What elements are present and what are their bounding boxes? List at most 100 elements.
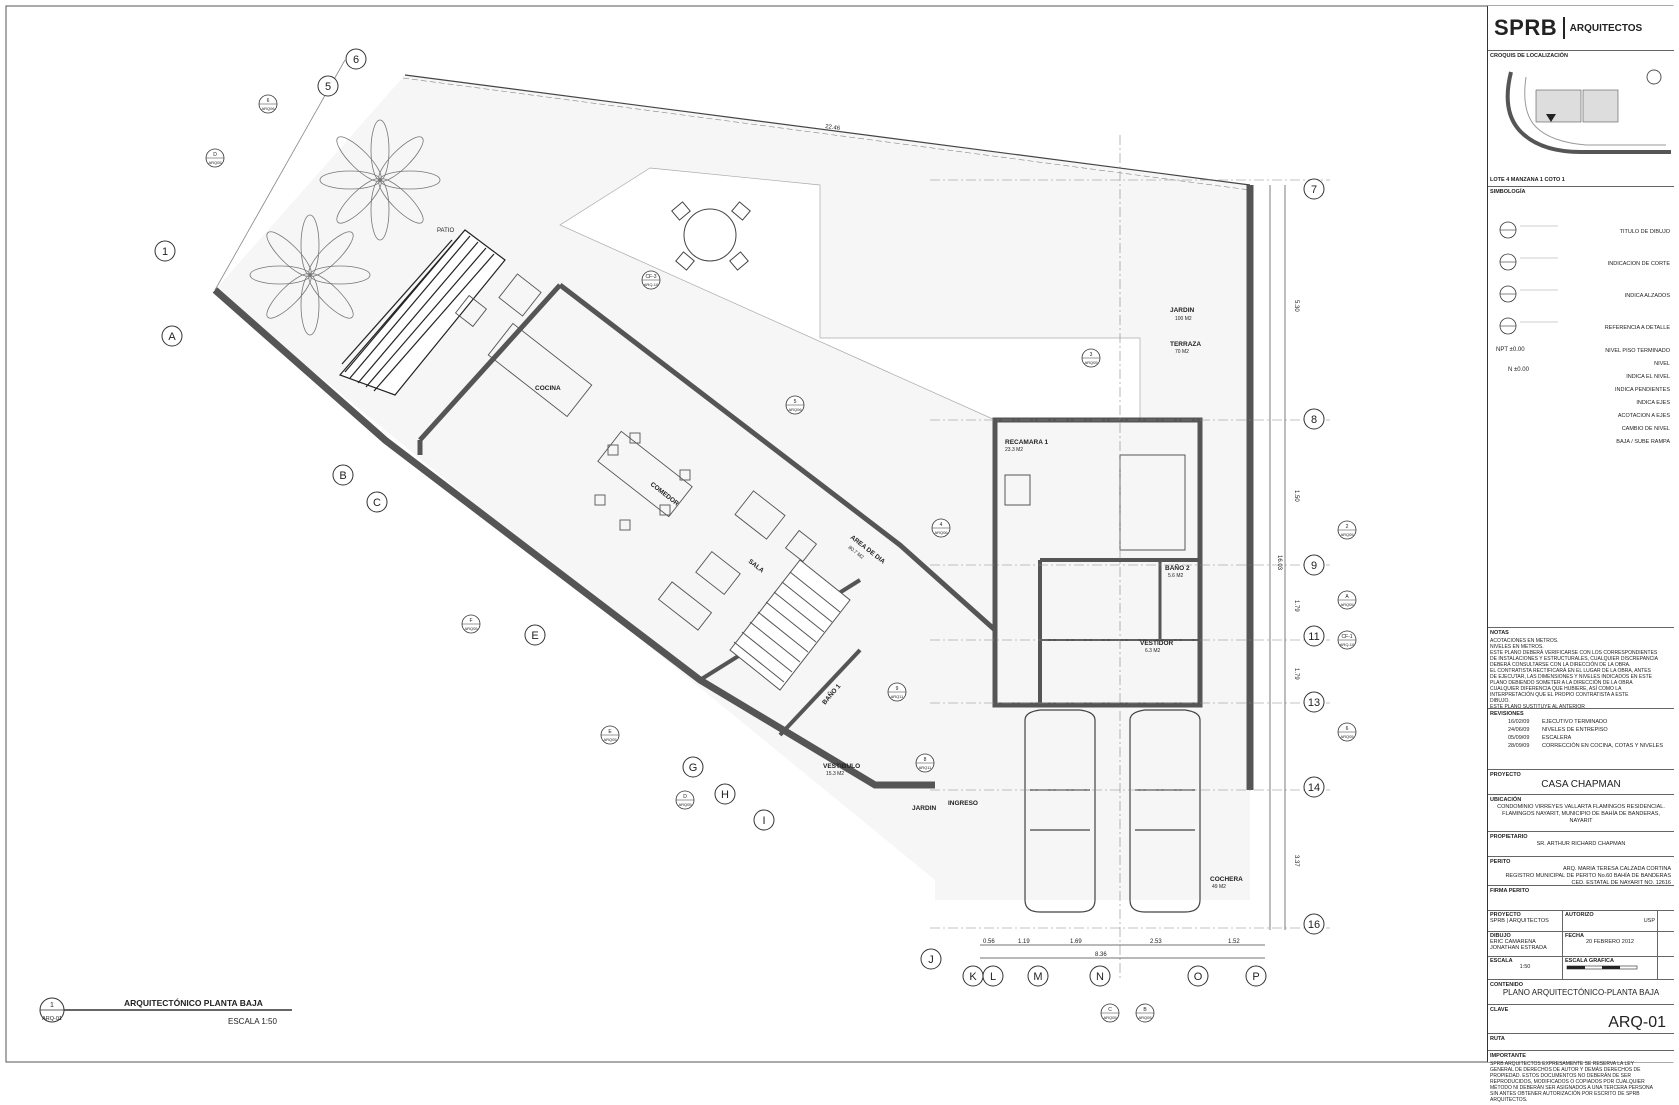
symbol-icon <box>1488 422 1568 435</box>
dining-table <box>594 430 693 531</box>
axis-label-7: 7 <box>1311 184 1317 196</box>
axis-bubble-P <box>1245 965 1267 987</box>
note-line: DE EJECUTAR, LAS DIMENSIONES Y NIVELES I… <box>1490 674 1652 680</box>
axis-label-5: 5 <box>325 81 331 93</box>
section-tag-num: 3 <box>1090 352 1093 358</box>
symbol-label: BAJA / SUBE RAMPA <box>1616 438 1670 445</box>
lot-line-top <box>404 74 1251 186</box>
note-line: ACOTACIONES EN METROS. <box>1490 638 1559 644</box>
location-line: FLAMINGOS NAYARIT, MUNICIPIO DE BAHÍA DE… <box>1502 811 1660 817</box>
symbol-row: INDICA EJES <box>1488 396 1674 409</box>
section-tag-num: D <box>683 794 687 800</box>
symbol-icon <box>1488 409 1568 422</box>
section-tag-sheet: ARQ05 <box>1340 734 1354 739</box>
section-tag-sheet: ARQ05 <box>603 737 617 742</box>
drawing-sheet: 22.46 <box>5 5 1674 1103</box>
axis-label-8: 8 <box>1311 414 1317 426</box>
symbol-label: INDICA EL NIVEL <box>1626 373 1670 380</box>
axis-label-E: E <box>531 630 538 642</box>
perito-line: REGISTRO MUNICIPAL DE PERITO No.60 BAHÍA… <box>1505 873 1671 879</box>
axis-bubble-A <box>161 325 183 347</box>
location-map <box>1505 69 1671 154</box>
content-title: PLANO ARQUITECTÓNICO-PLANTA BAJA <box>1502 988 1660 997</box>
svg-text:1.52: 1.52 <box>1228 939 1240 945</box>
axis-label-1: 1 <box>162 246 168 258</box>
symbol-label: REFERENCIA A DETALLE <box>1604 325 1670 331</box>
section-tag-num: 2 <box>1346 524 1349 530</box>
revision-date: 24/06/09 <box>1508 727 1530 733</box>
axis-label-11: 11 <box>1308 631 1319 643</box>
svg-text:16.03: 16.03 <box>1276 555 1282 571</box>
project-name: CASA CHAPMAN <box>1541 779 1621 790</box>
axis-label-16: 16 <box>1308 919 1320 931</box>
perito-line: ARQ. MARIA TERESA CALZADA CORTINA <box>1563 866 1671 872</box>
symbol-row: REFERENCIA A DETALLE <box>1488 312 1674 344</box>
section-tag-num: 8 <box>924 757 927 763</box>
revision-text: NIVELES DE ENTREPISO <box>1542 727 1608 733</box>
firma-section: FIRMA PERITO <box>1488 886 1674 911</box>
symbol-icon <box>1488 312 1568 344</box>
brand-header: SPRB ARQUITECTOS <box>1488 6 1674 51</box>
svg-text:8.36: 8.36 <box>1095 952 1107 958</box>
living-furniture <box>657 490 818 631</box>
section-tag-sheet: ARQ05 <box>1138 1015 1152 1020</box>
axis-bubble-E <box>524 624 546 646</box>
note-line: DE INSTALACIONES Y ESTRUCTURALES, CUALQU… <box>1490 656 1659 662</box>
symbol-label: NIVEL PISO TERMINADO <box>1605 347 1670 354</box>
section-tag-sheet: ARQ06 <box>934 530 948 535</box>
symbol-label: ACOTACION A EJES <box>1617 412 1670 419</box>
symbol-icon <box>1488 216 1568 248</box>
house-walls <box>212 283 997 789</box>
axis-bubble-14 <box>1303 776 1325 798</box>
clave-section: CLAVE ARQ-01 <box>1488 1005 1674 1034</box>
room-patio: PATIO <box>437 228 454 234</box>
svg-text:2.53: 2.53 <box>1150 939 1162 945</box>
section-tag-sheet: ARQ05 <box>1103 1015 1117 1020</box>
svg-text:70 M2: 70 M2 <box>1175 349 1189 355</box>
symbol-row: NIVEL <box>1488 357 1674 370</box>
axis-bubble-13 <box>1303 691 1325 713</box>
axis-bubble-G <box>682 756 704 778</box>
location-line: CONDOMINIO VIRREYES VALLARTA FLAMINGOS R… <box>1497 804 1665 810</box>
important-section: IMPORTANTE SPRB ARQUITECTOS EXPRESAMENTE… <box>1488 1051 1674 1105</box>
axis-bubble-I <box>753 809 775 831</box>
section-tag-sheet: ARQ05 <box>208 160 222 165</box>
room-vestidor: VESTIDOR <box>1140 640 1174 647</box>
section-tag-num: 5 <box>794 399 797 405</box>
section-tag-num: F <box>469 618 472 624</box>
room-cocina: COCINA <box>535 385 561 392</box>
location-section: UBICACIÓN CONDOMINIO VIRREYES VALLARTA F… <box>1488 795 1674 832</box>
symbol-row: CAMBIO DE NIVEL <box>1488 422 1674 435</box>
axis-label-14: 14 <box>1308 782 1320 794</box>
section-tag-num: 6 <box>267 98 270 104</box>
symbol-label: NIVEL <box>1654 360 1670 367</box>
note-line: CUALQUIER DIFERENCIA QUE HUBIERE, ASÍ CO… <box>1490 686 1622 692</box>
section-tag-sheet: ARQ05 <box>678 802 692 807</box>
title-ref-number: 1 <box>50 1002 54 1009</box>
section-tag-sheet: ARQ05 <box>1084 360 1098 365</box>
symbol-row: NIVEL PISO TERMINADO <box>1488 344 1674 357</box>
symbol-label: INDICA EJES <box>1636 399 1670 406</box>
sheet-code: ARQ-01 <box>1608 1014 1666 1031</box>
section-tag-sheet: ARQ-10 <box>644 282 659 287</box>
drawing-scale: ESCALA 1:50 <box>228 1017 277 1026</box>
revision-text: CORRECCIÓN EN COCINA, COTAS Y NIVELES <box>1542 743 1664 749</box>
title-block: SPRB ARQUITECTOS CROQUIS DE LOCALIZACIÓN… <box>1487 6 1674 1103</box>
axis-label-G: G <box>689 762 698 774</box>
symbol-row: BAJA / SUBE RAMPA <box>1488 435 1674 448</box>
room-ingreso: INGRESO <box>948 800 978 807</box>
svg-text:1.19: 1.19 <box>1018 939 1030 945</box>
axis-bubble-6 <box>345 48 367 70</box>
axis-bubble-O <box>1187 965 1209 987</box>
symbol-label: CAMBIO DE NIVEL <box>1621 425 1670 432</box>
right-dims: 5.30 1.50 1.79 1.79 3.37 16.03 <box>1276 300 1299 867</box>
